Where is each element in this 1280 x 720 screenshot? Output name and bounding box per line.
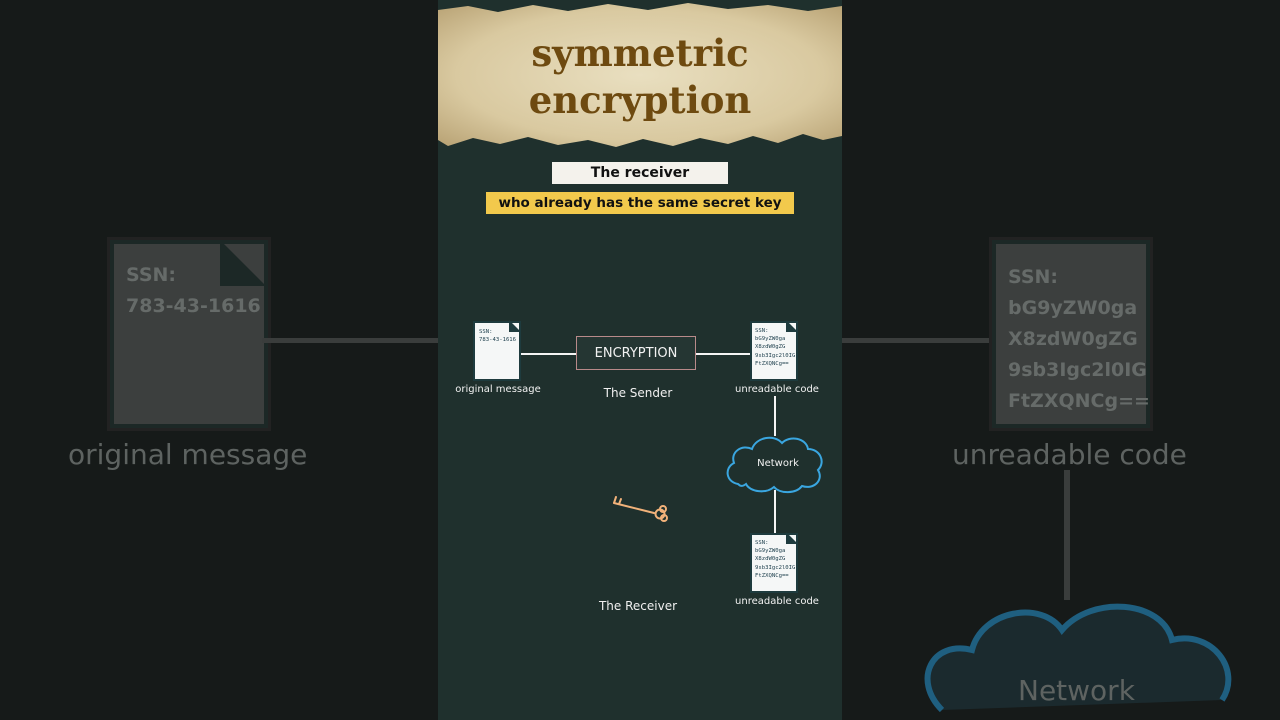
background-document-encrypted-text: SSN: bG9yZW0ga X8zdW0gZG 9sb3Igc2l0IG Ft… bbox=[1008, 266, 1150, 412]
background-document-encrypted bbox=[992, 240, 1150, 428]
sender-label: The Sender bbox=[603, 386, 673, 400]
background-unreadable-label: unreadable code bbox=[952, 438, 1187, 471]
network-cloud-icon bbox=[726, 436, 823, 494]
background-left: SSN: 783-43-1616 original message bbox=[0, 0, 438, 720]
caption-secret-key: who already has the same secret key bbox=[486, 192, 794, 214]
background-connector-vertical bbox=[1064, 470, 1070, 600]
document-fold-icon bbox=[786, 320, 798, 332]
encryption-box: ENCRYPTION bbox=[576, 336, 696, 370]
title-line-1: symmetric bbox=[531, 31, 749, 75]
unreadable-code-text: SSN: bG9yZW0ga X8zdW0gZG 9sb3Igc2l0IG Ft… bbox=[755, 328, 796, 367]
title-line-2: encryption bbox=[528, 78, 752, 122]
background-right: SSN: bG9yZW0ga X8zdW0gZG 9sb3Igc2l0IG Ft… bbox=[842, 0, 1280, 720]
original-message-label: original message bbox=[455, 384, 541, 395]
connector-network-to-code bbox=[774, 490, 776, 534]
connector-code-to-network bbox=[774, 396, 776, 436]
document-fold-icon bbox=[509, 320, 521, 332]
network-label: Network bbox=[757, 458, 799, 469]
connector-original-to-encryption bbox=[521, 353, 576, 355]
key-icon bbox=[613, 496, 668, 522]
background-network-label: Network bbox=[1018, 674, 1135, 707]
background-cloud-icon bbox=[924, 603, 1232, 713]
received-code-text: SSN: bG9yZW0ga X8zdW0gZG 9sb3Igc2l0IG Ft… bbox=[755, 540, 796, 579]
background-original-label: original message bbox=[68, 438, 308, 471]
receiver-label: The Receiver bbox=[598, 599, 678, 613]
unreadable-code-label: unreadable code bbox=[735, 384, 819, 395]
background-document-fold bbox=[220, 240, 266, 286]
document-fold-icon bbox=[786, 532, 798, 544]
main-panel: symmetric encryption The receiver who al… bbox=[438, 0, 842, 720]
parchment-header bbox=[438, 3, 842, 147]
background-document-original-text: SSN: 783-43-1616 bbox=[126, 264, 261, 317]
background-connector bbox=[262, 338, 438, 343]
caption-receiver: The receiver bbox=[552, 162, 728, 184]
background-connector-right bbox=[842, 338, 992, 343]
unreadable-code-document bbox=[750, 321, 798, 381]
connector-encryption-to-code bbox=[696, 353, 750, 355]
received-code-label: unreadable code bbox=[735, 596, 819, 607]
original-message-text: SSN: 783-43-1616 bbox=[479, 329, 517, 344]
